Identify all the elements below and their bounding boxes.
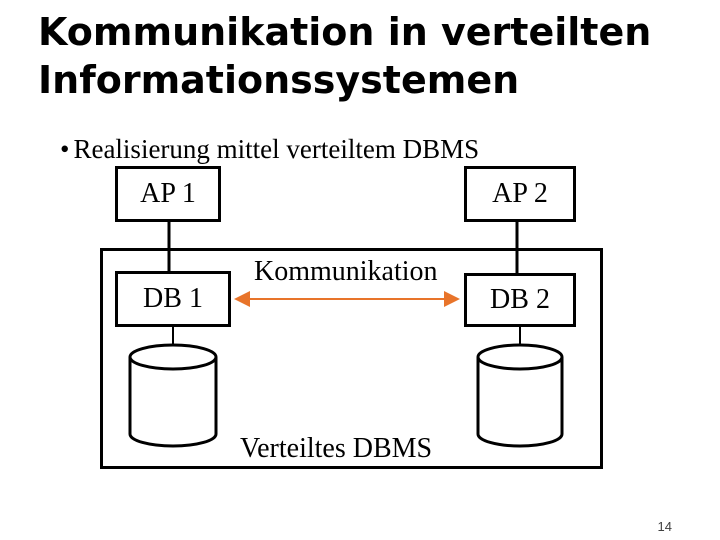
application-1-label: AP 1 bbox=[140, 178, 196, 209]
bullet-point: •Realisierung mittel verteiltem DBMS bbox=[60, 132, 479, 166]
database-1-label: DB 1 bbox=[143, 283, 203, 314]
database-2-label: DB 2 bbox=[490, 284, 550, 315]
database-2-cylinder-icon bbox=[476, 343, 564, 448]
bullet-icon: • bbox=[60, 134, 70, 164]
page-number: 14 bbox=[657, 519, 672, 534]
slide-title-line-1: Kommunikation in verteilten bbox=[38, 10, 652, 54]
application-1-box: AP 1 bbox=[115, 166, 221, 222]
slide-title-line-2: Informationssystemen bbox=[38, 58, 520, 102]
database-1-box: DB 1 bbox=[115, 271, 231, 327]
slide-title: Kommunikation in verteilten Informations… bbox=[38, 8, 708, 104]
database-2-box: DB 2 bbox=[464, 273, 576, 327]
database-1-cylinder-icon bbox=[128, 343, 218, 448]
application-2-label: AP 2 bbox=[492, 178, 548, 209]
bullet-text: Realisierung mittel verteiltem DBMS bbox=[73, 134, 480, 164]
application-2-box: AP 2 bbox=[464, 166, 576, 222]
communication-label: Kommunikation bbox=[254, 256, 438, 287]
distributed-dbms-label: Verteiltes DBMS bbox=[240, 433, 433, 464]
